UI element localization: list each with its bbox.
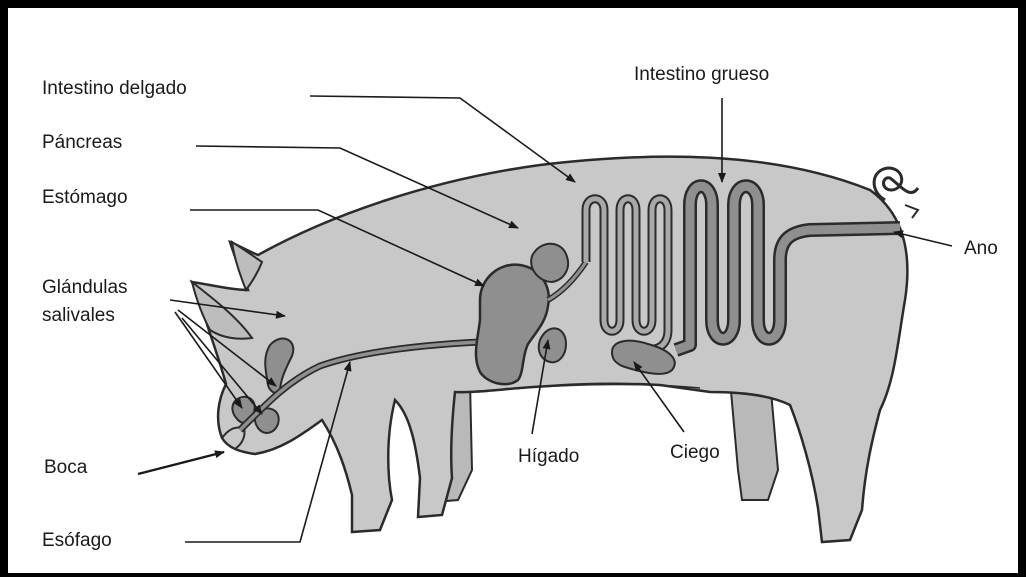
label-ano: Ano — [964, 238, 998, 259]
label-pancreas: Páncreas — [42, 132, 122, 153]
label-intestino-grueso: Intestino grueso — [634, 64, 769, 85]
label-higado: Hígado — [518, 446, 579, 467]
label-intestino-delgado: Intestino delgado — [42, 78, 187, 99]
label-estomago: Estómago — [42, 187, 128, 208]
tail — [874, 168, 918, 200]
label-glandulas-line2: salivales — [42, 305, 115, 326]
label-boca: Boca — [44, 457, 88, 478]
tail-tip — [905, 205, 918, 218]
leader-boca — [138, 452, 224, 474]
label-glandulas-line1: Glándulas — [42, 277, 128, 298]
label-esofago: Esófago — [42, 530, 112, 551]
label-ciego: Ciego — [670, 442, 720, 463]
liver — [539, 328, 566, 362]
pancreas — [531, 244, 568, 282]
